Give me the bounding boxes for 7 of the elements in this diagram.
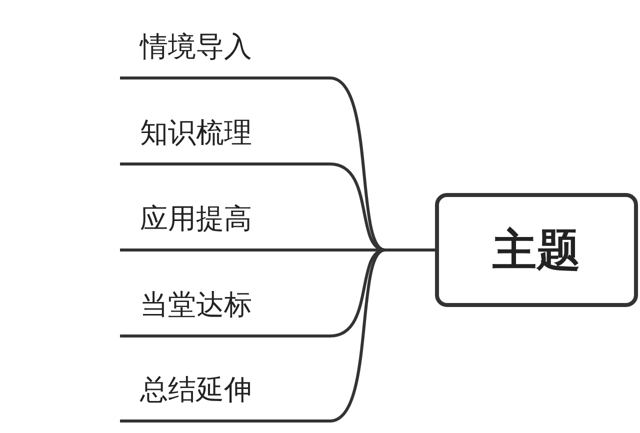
topic-label: 主题 bbox=[492, 224, 580, 278]
branch-label: 当堂达标 bbox=[140, 287, 252, 323]
topic-box bbox=[435, 193, 638, 307]
branch-label: 应用提高 bbox=[140, 201, 252, 237]
branch-label: 总结延伸 bbox=[140, 372, 252, 408]
branch-label: 情境导入 bbox=[140, 29, 252, 65]
branch-label: 知识梳理 bbox=[140, 115, 252, 151]
